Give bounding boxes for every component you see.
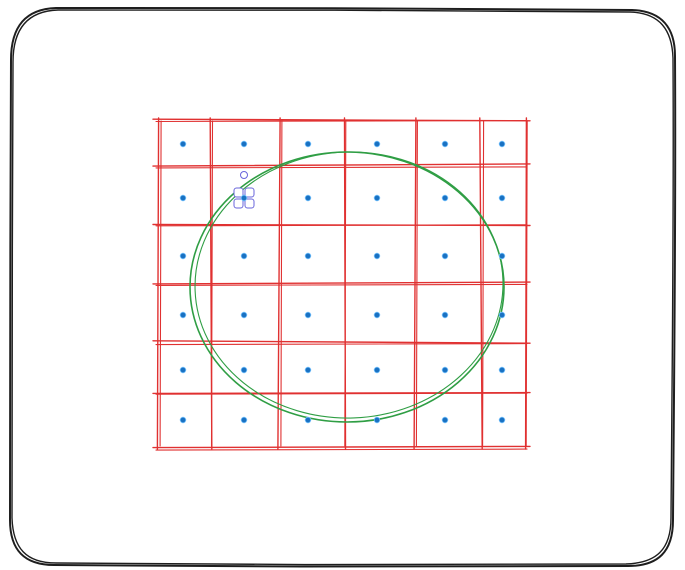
grid-hline-sketch — [155, 166, 528, 169]
dot-marker[interactable] — [441, 140, 449, 148]
dot-marker[interactable] — [441, 311, 449, 319]
resize-handle[interactable] — [233, 187, 244, 198]
dot-marker[interactable] — [373, 311, 381, 319]
grid-hline — [152, 391, 531, 395]
grid-hline-sketch — [155, 343, 528, 346]
grid-hline — [152, 163, 531, 167]
circle-shape[interactable] — [189, 147, 508, 424]
resize-handle[interactable] — [233, 198, 244, 209]
resize-handle[interactable] — [244, 187, 255, 198]
dot-marker[interactable] — [373, 140, 381, 148]
grid-hline-sketch — [155, 392, 528, 395]
selection-handles[interactable] — [233, 171, 255, 209]
grid-vline — [479, 117, 483, 450]
dot-marker[interactable] — [240, 311, 248, 319]
dot-marker[interactable] — [304, 252, 312, 260]
dot-marker[interactable] — [498, 194, 506, 202]
frame-stroke-outer — [8, 6, 677, 568]
grid-vline — [524, 117, 528, 450]
grid-hline — [152, 445, 531, 449]
dot-marker[interactable] — [441, 252, 449, 260]
dot-marker[interactable] — [498, 252, 506, 260]
dot-marker[interactable] — [240, 366, 248, 374]
dot-marker[interactable] — [373, 366, 381, 374]
dot-markers — [179, 140, 506, 424]
dot-marker[interactable] — [179, 366, 187, 374]
dot-marker[interactable] — [304, 194, 312, 202]
dot-marker[interactable] — [240, 252, 248, 260]
dot-marker[interactable] — [498, 311, 506, 319]
dot-marker[interactable] — [373, 416, 381, 424]
cell-grid[interactable] — [152, 117, 531, 451]
dot-marker[interactable] — [179, 416, 187, 424]
grid-hline-sketch — [155, 224, 528, 227]
frame-stroke-inner — [11, 9, 674, 566]
grid-vline-sketch — [415, 120, 418, 447]
dot-marker[interactable] — [373, 194, 381, 202]
dot-marker[interactable] — [373, 252, 381, 260]
dot-marker[interactable] — [304, 311, 312, 319]
dot-marker[interactable] — [179, 194, 187, 202]
resize-handle[interactable] — [244, 198, 255, 209]
rounded-frame[interactable] — [8, 6, 677, 568]
grid-hline — [152, 340, 531, 344]
dot-marker[interactable] — [179, 140, 187, 148]
rotate-handle[interactable] — [240, 171, 248, 179]
dot-marker[interactable] — [304, 140, 312, 148]
circle-stroke-sketch — [194, 151, 504, 419]
dot-marker[interactable] — [498, 140, 506, 148]
grid-vline-sketch — [482, 120, 485, 447]
selected-dot-marker[interactable] — [240, 194, 248, 202]
dot-marker[interactable] — [304, 366, 312, 374]
grid-hline — [152, 281, 531, 285]
dot-marker[interactable] — [441, 194, 449, 202]
dot-marker[interactable] — [498, 416, 506, 424]
dot-marker[interactable] — [441, 366, 449, 374]
dot-marker[interactable] — [179, 252, 187, 260]
dot-marker[interactable] — [304, 416, 312, 424]
dot-marker[interactable] — [441, 416, 449, 424]
dot-marker[interactable] — [179, 311, 187, 319]
grid-hline-sketch — [155, 119, 528, 123]
dot-marker[interactable] — [498, 366, 506, 374]
grid-hline-sketch — [155, 448, 528, 451]
dot-marker[interactable] — [240, 140, 248, 148]
dot-marker[interactable] — [240, 416, 248, 424]
grid-hline-sketch — [155, 283, 528, 286]
grid-vline-sketch — [525, 120, 528, 447]
